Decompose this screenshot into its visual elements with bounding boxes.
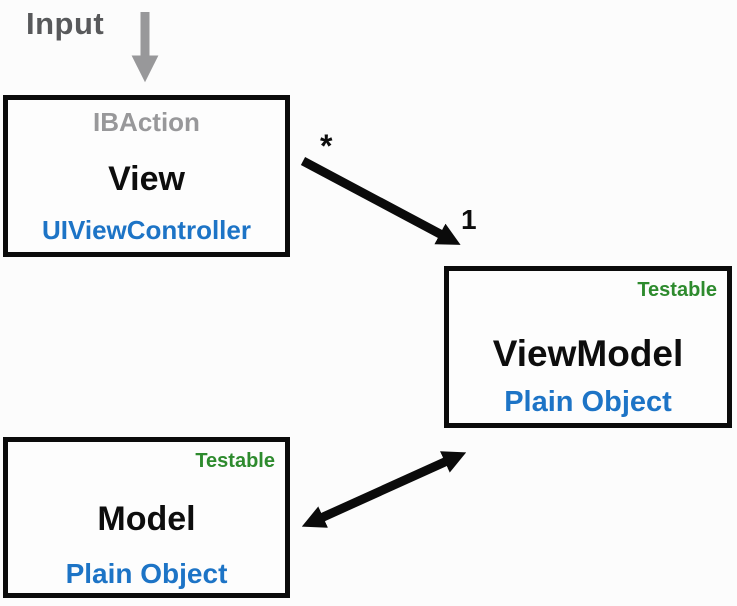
viewmodel-plain-object-label: Plain Object [504,386,672,418]
input-label: Input [26,6,105,41]
multiplicity-one-label: 1 [461,204,477,235]
multiplicity-many-label: * [320,128,333,164]
model-box: Testable Model Plain Object [3,437,290,598]
uiviewcontroller-label: UIViewController [41,215,251,245]
viewmodel-testable-badge: Testable [637,279,717,301]
view-box-title: View [108,160,185,198]
ibaction-annotation-label: IBAction [93,107,200,137]
viewmodel-box-title: ViewModel [492,333,684,374]
model-viewmodel-bidirectional-arrow-icon [301,451,467,528]
view-to-viewmodel-arrow-icon [300,157,461,245]
viewmodel-box: Testable ViewModel Plain Object [444,266,732,428]
model-box-title: Model [97,500,196,538]
model-testable-badge: Testable [195,450,275,472]
model-plain-object-label: Plain Object [65,558,228,589]
view-box: IBAction View UIViewController [3,95,290,257]
